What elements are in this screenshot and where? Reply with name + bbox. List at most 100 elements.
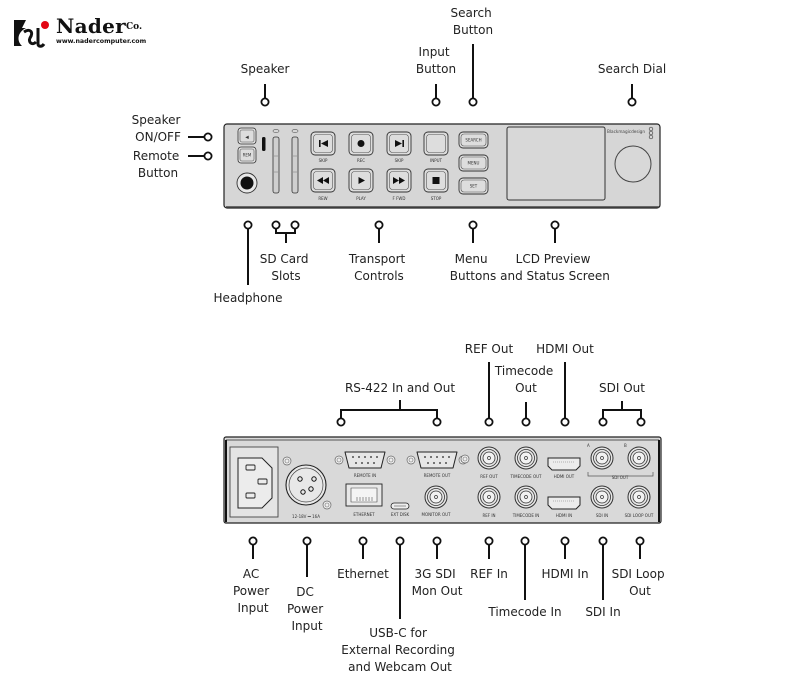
stop-icon [432, 177, 440, 184]
rew-button[interactable]: REW [310, 168, 336, 201]
timecode-in-label: TIMECODE IN [512, 513, 540, 518]
ref-in-label: REF IN [482, 513, 495, 518]
fast-forward-button[interactable]: F FWD [386, 168, 412, 201]
remote-button[interactable]: REM [237, 146, 257, 164]
ethernet-port[interactable] [345, 483, 383, 507]
skip-forward-icon [395, 140, 404, 147]
rear-callouts [248, 362, 646, 619]
hdmi-in-port[interactable] [547, 496, 581, 510]
hdmi-out-port[interactable] [547, 457, 581, 471]
skip-forward-label: SKIP [395, 158, 404, 163]
stop-button[interactable]: STOP [423, 168, 449, 201]
timecode-out-label: TIMECODE OUT [510, 474, 542, 479]
lcd-screen [506, 126, 606, 201]
label-headphone: Headphone [214, 291, 283, 305]
monitor-out-label: MONITOR OUT [422, 512, 451, 517]
sd-card-slot-2[interactable] [291, 129, 299, 194]
ext-disk-label: EXT DISK [391, 512, 410, 517]
label-ethernet: Ethernet [337, 567, 389, 581]
label-speaker-on-off: Speaker ON/OFF [132, 113, 185, 144]
headphone-jack[interactable] [236, 172, 258, 194]
label-sdi-loop-out: SDI Loop Out [612, 567, 669, 598]
speaker-icon: ◀ [245, 136, 249, 141]
ac-power-inlet[interactable] [229, 446, 279, 518]
logo-suffix: Co. [126, 22, 143, 32]
ref-in-port[interactable] [477, 485, 501, 509]
search-label: SEARCH [465, 138, 481, 143]
record-icon [357, 140, 365, 147]
brand-label: Blackmagicdesign [607, 129, 645, 134]
label-sd-card-slots: SD Card Slots [260, 252, 313, 283]
speaker-button[interactable]: ◀ [237, 127, 257, 145]
label-hdmi-in: HDMI In [541, 567, 588, 581]
label-speaker: Speaker [241, 62, 290, 76]
rec-button[interactable]: REC [348, 131, 374, 163]
remote-out-port[interactable] [406, 451, 468, 469]
dc-power-input[interactable] [282, 456, 332, 510]
sdi-loop-out-label: SDI LOOP OUT [625, 513, 654, 518]
label-timecode-out: Timecode Out [494, 364, 557, 395]
speaker-indicator [262, 137, 266, 151]
label-hdmi-out: HDMI Out [536, 342, 594, 356]
skip-back-button[interactable]: SKIP [310, 131, 336, 163]
timecode-out-port[interactable] [514, 446, 538, 470]
sdi-in-label: SDI IN [596, 513, 608, 518]
sd-card-slot-1[interactable] [272, 129, 280, 194]
remote-in-label: REMOTE IN [354, 473, 376, 478]
front-panel: ◀ REM [223, 123, 661, 209]
monitor-out-port[interactable] [424, 485, 448, 509]
rear-panel: 12-18V ⎓ 16A REMOTE IN REMOTE OUT [223, 436, 662, 524]
remote-in-port[interactable] [334, 451, 396, 469]
skip-back-label: SKIP [319, 158, 328, 163]
rew-label: REW [318, 196, 327, 201]
timecode-in-port[interactable] [514, 485, 538, 509]
label-ref-out: REF Out [465, 342, 514, 356]
remote-button-label: REM [243, 153, 252, 158]
input-label: INPUT [430, 158, 443, 163]
hdmi-in-label: HDMI IN [556, 513, 572, 518]
rec-label: REC [357, 158, 365, 163]
input-button[interactable]: INPUT [423, 131, 449, 163]
skip-back-icon [319, 140, 328, 147]
fast-forward-icon [393, 177, 405, 184]
label-3g-sdi-mon-out: 3G SDI Mon Out [412, 567, 463, 598]
rewind-icon [317, 177, 329, 184]
stop-label: STOP [431, 196, 442, 201]
label-timecode-in: Timecode In [487, 605, 561, 619]
sdi-loop-out-port[interactable] [627, 485, 651, 509]
menu-label: MENU [468, 161, 480, 166]
sdi-out-b-port[interactable] [627, 446, 651, 470]
label-search-dial: Search Dial [598, 62, 666, 76]
logo-name: Nader [56, 14, 126, 38]
play-icon [358, 177, 365, 184]
company-logo: Nader Co. www.nadercomputer.com [12, 14, 152, 50]
ethernet-label: ETHERNET [353, 512, 375, 517]
menu-button[interactable]: MENU [458, 154, 489, 172]
play-button[interactable]: PLAY [348, 168, 374, 201]
sdi-in-port[interactable] [590, 485, 614, 509]
label-sdi-out: SDI Out [599, 381, 645, 395]
label-lcd-preview: LCD Preview and Status Screen [500, 252, 610, 283]
sdi-out-label: SDI OUT [612, 475, 629, 480]
search-button[interactable]: SEARCH [458, 131, 489, 149]
ref-out-port[interactable] [477, 446, 501, 470]
label-ac-power: AC Power Input [233, 567, 273, 615]
label-rs422: RS-422 In and Out [345, 381, 455, 395]
remote-out-label: REMOTE OUT [424, 473, 451, 478]
search-dial[interactable] [614, 145, 652, 183]
ffwd-label: F FWD [393, 196, 406, 201]
sdi-out-a-port[interactable] [590, 446, 614, 470]
rear-callout-labels: RS-422 In and Out REF Out Timecode Out H… [233, 342, 669, 674]
ref-out-label: REF OUT [480, 474, 498, 479]
label-search-button: Search Button [450, 6, 495, 37]
label-transport-controls: Transport Controls [348, 252, 409, 283]
label-ref-in: REF In [470, 567, 508, 581]
front-callout-labels: Speaker ON/OFF Remote Button Speaker Inp… [132, 6, 666, 305]
usb-c-port[interactable] [390, 502, 410, 510]
set-button[interactable]: SET [458, 177, 489, 195]
label-remote-button: Remote Button [133, 149, 183, 180]
label-input-button: Input Button [416, 45, 456, 76]
dc-rating-label: 12-18V ⎓ 16A [292, 514, 320, 519]
skip-forward-button[interactable]: SKIP [386, 131, 412, 163]
